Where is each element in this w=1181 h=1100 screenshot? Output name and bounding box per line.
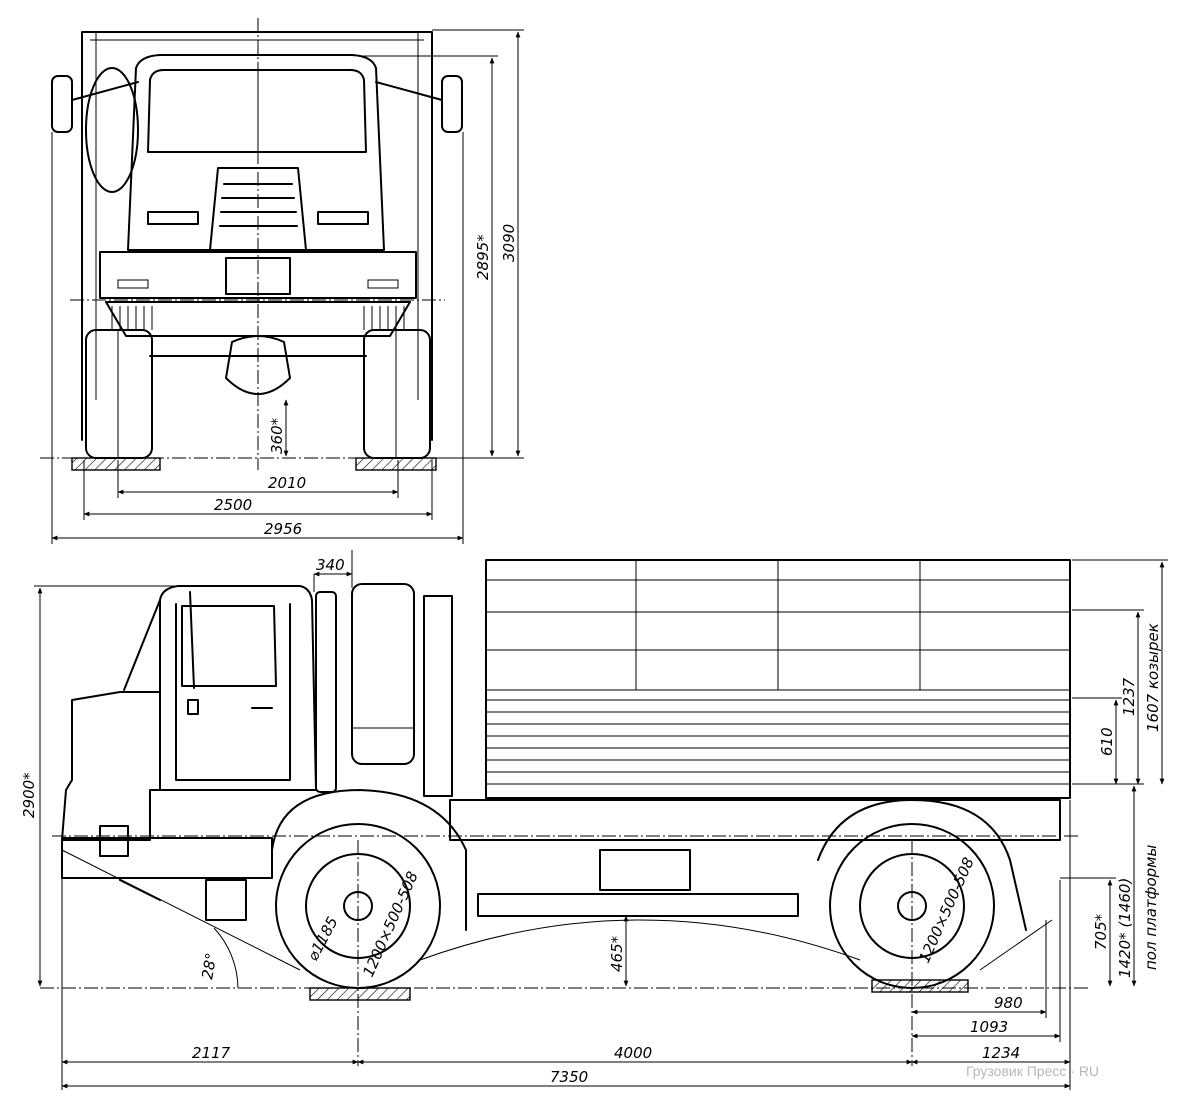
side-dim-rear-overhang: 1234	[911, 800, 1071, 1090]
side-exhaust-pipe	[315, 591, 337, 793]
rear-fender	[817, 799, 1027, 931]
dim-clearance-value: 360*	[268, 417, 286, 454]
dim-approach-angle-value: 28°	[198, 951, 220, 980]
watermark: Грузовик Пресс · RU	[966, 1063, 1099, 1079]
side-dim-side-610: 610	[1072, 697, 1122, 785]
side-dim-1093: 1093	[911, 880, 1061, 1042]
dim-spare-value: 340	[316, 556, 345, 574]
front-windshield	[147, 69, 367, 153]
side-dim-spare: 340	[313, 550, 353, 592]
side-view: 340 2117 4000 1234 7350 980	[20, 550, 1168, 1090]
departure-line	[979, 919, 1053, 971]
front-grille-slats	[219, 183, 298, 227]
front-wheel-right	[363, 329, 431, 459]
side-dim-wheelbase: 4000	[357, 1044, 913, 1065]
side-tow-bar	[119, 879, 161, 901]
chassis-frame	[449, 799, 1061, 841]
dim-visor-value: 1607 козырек	[1144, 623, 1162, 732]
approach-line	[61, 849, 301, 971]
dim-cab-height-value: 2895*	[474, 234, 492, 280]
front-cab-outline	[127, 54, 385, 251]
front-side-tank	[85, 67, 139, 193]
front-headlight-left	[147, 211, 199, 225]
front-fog-left	[117, 279, 149, 289]
front-dim-wheel-width: 2500	[83, 460, 433, 520]
cargo-rails	[486, 560, 1070, 785]
dim-rear-overhang-value: 1234	[982, 1044, 1020, 1062]
side-cab-window	[181, 605, 277, 687]
front-mirror-right	[441, 75, 463, 133]
side-front-bumper	[61, 837, 273, 879]
dim-tail-value: 705*	[1092, 913, 1110, 950]
ramp-curve	[419, 919, 861, 961]
approach-angle-arc	[213, 927, 239, 989]
side-cab-body	[159, 585, 317, 791]
front-ground-pad	[309, 987, 411, 1001]
dim-tire-front-value: 1200×500-508	[359, 869, 422, 980]
dim-front-overhang-value: 2117	[192, 1044, 231, 1062]
dim-980-value: 980	[994, 994, 1023, 1012]
front-dim-track: 2010	[117, 460, 399, 498]
side-dim-980: 980	[911, 920, 1047, 1018]
rear-ground-pad	[871, 979, 969, 993]
dim-rim-diameter-value: ⌀1185	[304, 914, 342, 964]
side-dim-front-overhang: 2117	[61, 860, 359, 1090]
side-mirror-bracket	[189, 591, 195, 689]
dim-ground-clearance-value: 465*	[608, 935, 626, 972]
dim-total-height-value: 3090	[500, 224, 518, 262]
front-ground-pad-right	[355, 457, 437, 471]
dim-wheelbase-value: 4000	[614, 1044, 652, 1062]
front-dim-total-height: 3090	[432, 29, 524, 459]
dim-height-value: 2900*	[20, 772, 38, 818]
side-door-lock	[187, 699, 199, 715]
side-hood	[61, 691, 161, 841]
dim-1093-value: 1093	[970, 1018, 1008, 1036]
front-plate	[225, 257, 291, 295]
front-view: 2010 2500 2956 360* 2895* 3090	[40, 18, 524, 544]
front-cargo-frame	[81, 31, 433, 441]
side-underrun-bar	[477, 893, 799, 917]
dim-length-value: 7350	[550, 1068, 588, 1086]
front-fog-right	[367, 279, 399, 289]
front-ground-pad-left	[71, 457, 161, 471]
side-cab-door	[175, 603, 291, 781]
dim-side-610-value: 610	[1098, 727, 1116, 756]
side-tow-hook	[205, 879, 247, 921]
front-mirror-left	[51, 75, 73, 133]
front-hood	[209, 167, 307, 251]
side-a-pillar	[123, 599, 161, 691]
front-headlight-right	[317, 211, 369, 225]
side-dim-platform-floor: 1420* (1460) пол платформы	[1116, 785, 1160, 987]
front-cargo-posts	[90, 32, 424, 400]
front-differential	[225, 335, 291, 395]
side-dim-ground-clearance: 465*	[608, 915, 629, 987]
side-dim-board-1237: 1237	[1072, 609, 1144, 785]
front-dim-cab-height: 2895*	[360, 55, 498, 457]
front-apron	[105, 301, 411, 337]
front-mirror-arm-left	[71, 81, 139, 101]
side-dim-length: 7350	[61, 1068, 1071, 1089]
front-dim-clearance: 360*	[268, 399, 289, 457]
front-fender	[271, 789, 467, 931]
side-dim-visor-1607: 1607 козырек	[1072, 559, 1168, 785]
dim-board-1237-value: 1237	[1120, 677, 1138, 716]
dim-platform-floor-value: 1420* (1460)	[1116, 878, 1134, 978]
side-hydraulic-post	[423, 595, 453, 797]
dim-platform-floor-label: пол платформы	[1142, 844, 1160, 970]
front-grille-lower	[111, 306, 405, 330]
dim-track-value: 2010	[268, 474, 306, 492]
front-dim-total-width: 2956	[51, 132, 464, 544]
side-fuel-tank	[599, 849, 691, 891]
front-mirror-arm-right	[375, 81, 443, 101]
front-bumper	[99, 251, 417, 299]
side-spare-wheel	[351, 583, 415, 765]
side-headlight	[99, 825, 129, 857]
dim-total-width-value: 2956	[264, 520, 302, 538]
dim-wheel-width-value: 2500	[214, 496, 252, 514]
side-dim-tail-705: 705*	[1060, 877, 1116, 987]
side-dim-height: 2900*	[20, 585, 180, 987]
